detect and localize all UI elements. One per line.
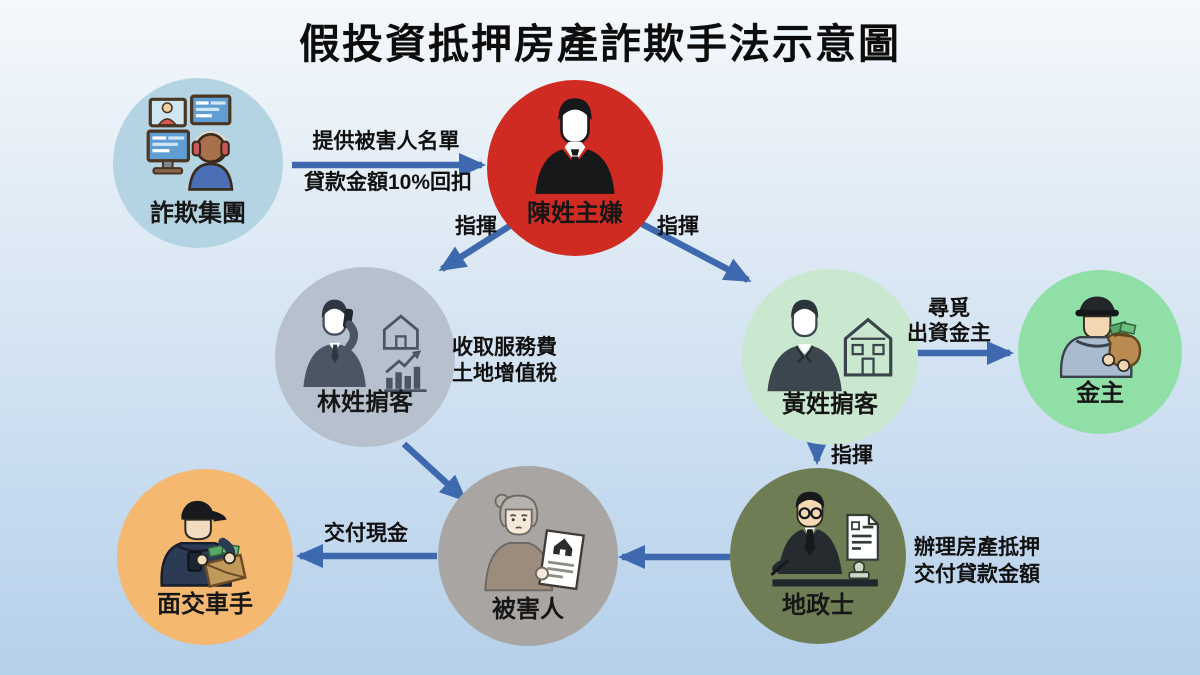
edge-label-kickback: 貸款金額10%回扣: [303, 171, 473, 194]
node-huang-broker: 黃姓掮客: [742, 269, 918, 445]
edge-label-command-right: 指揮: [657, 215, 699, 238]
phone-broker-icon: [303, 299, 427, 393]
node-label-chen-suspect: 陳姓主嫌: [527, 200, 623, 227]
node-label-courier: 面交車手: [157, 591, 253, 618]
edge-label-service-fee: 收取服務費: [452, 336, 557, 359]
suit-man-icon: [535, 98, 615, 194]
edge-label-mortgage: 辦理房產抵押: [914, 536, 1040, 559]
edge-label-land-value-tax: 土地增值稅: [452, 362, 557, 385]
node-courier: 面交車手: [117, 469, 293, 645]
call-center-icon: [146, 94, 234, 191]
arrow-lin-to-victim: [401, 441, 467, 502]
edge-label-loan-amount: 交付貸款金額: [914, 563, 1040, 586]
notary-icon: [770, 491, 879, 587]
house-broker-icon: [767, 299, 893, 392]
node-label-fraud-group: 詐欺集團: [150, 200, 246, 227]
edge-label-command-left: 指揮: [455, 215, 497, 238]
edge-label-provide-list: 提供被害人名單: [312, 130, 460, 153]
money-bag-icon: [1059, 296, 1142, 379]
edge-label-command-down: 指揮: [831, 444, 873, 467]
diagram-title: 假投資抵押房產詐欺手法示意圖: [299, 21, 901, 67]
node-financier: 金主: [1018, 270, 1182, 434]
node-label-victim: 被害人: [492, 596, 564, 623]
node-land-agent: 地政士: [730, 468, 906, 644]
victim-icon: [484, 493, 586, 592]
node-lin-broker: 林姓掮客: [275, 267, 455, 447]
node-label-huang-broker: 黃姓掮客: [782, 391, 878, 418]
edge-label-seek-financier: 出資金主: [907, 322, 991, 345]
node-chen-suspect: 陳姓主嫌: [487, 80, 663, 256]
node-label-land-agent: 地政士: [782, 592, 854, 619]
courier-icon: [160, 500, 247, 588]
node-label-lin-broker: 林姓掮客: [317, 389, 413, 416]
edge-label-seek: 尋覓: [928, 297, 970, 320]
node-label-financier: 金主: [1076, 380, 1124, 407]
node-fraud-group: 詐欺集團: [113, 78, 283, 248]
edge-label-deliver-cash: 交付現金: [324, 522, 408, 545]
node-victim: 被害人: [438, 466, 618, 646]
